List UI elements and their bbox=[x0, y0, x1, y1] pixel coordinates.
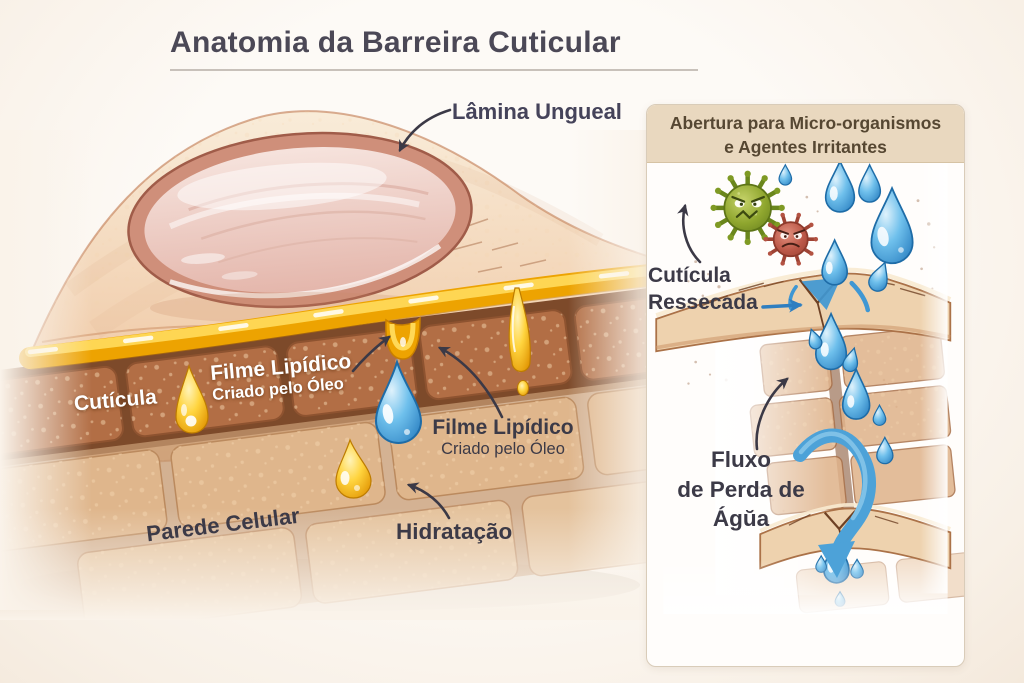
panel-illustration bbox=[655, 163, 964, 614]
main-illustration bbox=[0, 110, 660, 620]
microorganism-panel: Abertura para Micro-organismos e Agentes… bbox=[646, 104, 965, 667]
red-microbe-icon bbox=[763, 212, 819, 266]
panel-header-line1: Abertura para Micro-organismos bbox=[669, 113, 942, 133]
oil-layer bbox=[19, 264, 660, 396]
water-loss-label-line1: Fluxo bbox=[711, 447, 771, 472]
green-microbe-icon bbox=[710, 170, 785, 246]
oil-droplet bbox=[517, 380, 529, 396]
water-drop-main bbox=[374, 358, 423, 444]
panel-header-line2: e Agentes Irritantes bbox=[724, 136, 887, 157]
nail-plate bbox=[127, 131, 473, 309]
panel-fade-right bbox=[919, 163, 948, 594]
fade-bottom bbox=[0, 508, 660, 620]
nail-plate-label: Lâmina Ungueal bbox=[452, 99, 622, 124]
hydration-oil-drop bbox=[335, 438, 372, 499]
dry-cuticle-label-line1: Cutícula bbox=[648, 264, 731, 287]
water-loss-label-line2: de Perda de bbox=[677, 476, 805, 502]
dry-cuticle-label-line2: Ressecada bbox=[648, 291, 758, 315]
water-loss-label-line3: Ágŭa bbox=[712, 506, 770, 532]
dry-cuticle-label: Cutícula Ressecada bbox=[648, 262, 758, 317]
hydration-label: Hidratação bbox=[396, 519, 513, 544]
panel-header: Abertura para Micro-organismos e Agentes… bbox=[647, 105, 964, 163]
fade-right bbox=[568, 130, 660, 570]
falling-water-drops bbox=[778, 163, 914, 292]
water-loss-label: Fluxo de Perda de Ágŭa bbox=[652, 445, 830, 534]
oil-drop-left bbox=[175, 364, 209, 434]
lipid-film2-label-line2: Criado pelo Óleo bbox=[441, 440, 565, 458]
crack-water-drops bbox=[808, 311, 871, 420]
water-funnel bbox=[801, 277, 841, 311]
page-title: Anatomia da Barreira Cuticular bbox=[170, 26, 698, 71]
escaping-water-drops bbox=[872, 403, 894, 465]
panel-fade-bottom bbox=[663, 559, 948, 614]
lipid-film2-label-line1: Filme Lipídico bbox=[432, 416, 574, 439]
lipid-film2-label: Filme Lipídico Criado pelo Óleo bbox=[428, 416, 578, 459]
